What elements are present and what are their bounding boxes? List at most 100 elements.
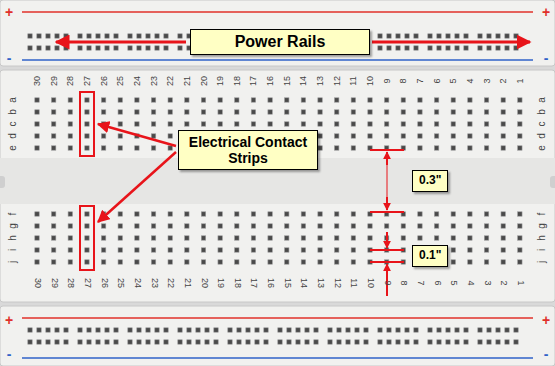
hole [296,340,300,344]
hole [496,328,500,332]
column-number: 30 [33,278,42,288]
hole [185,122,189,126]
hole [305,328,309,332]
row-letter: e [8,145,18,151]
hole [501,122,505,126]
row-letter: h [8,235,18,241]
hole [218,224,222,228]
hole [484,146,488,150]
row-letter: f [8,213,18,216]
hole [78,46,82,50]
hole [201,248,205,252]
column-number: 30 [33,76,42,86]
hole [87,328,91,332]
hole [518,236,522,240]
hole [46,46,50,50]
hole [51,260,55,264]
hole [451,122,455,126]
hole [64,340,68,344]
column-number: 28 [66,76,75,86]
hole [137,46,141,50]
pointer-arrow [372,41,530,44]
hole [201,212,205,216]
hole [118,212,122,216]
dimension-tick [370,211,404,213]
hole [368,110,372,114]
hole [118,260,122,264]
hole [368,98,372,102]
hole [335,212,339,216]
callout-text: Power Rails [197,33,363,51]
hole [384,98,388,102]
hole [501,248,505,252]
hole [501,260,505,264]
hole [384,134,388,138]
row-letter: g [537,223,547,229]
hole [437,328,441,332]
hole [155,34,159,38]
hole [518,110,522,114]
hole [405,328,409,332]
hole [368,236,372,240]
hole [496,340,500,344]
hole [114,328,118,332]
column-number: 4 [465,78,474,83]
hole [235,260,239,264]
hole [518,98,522,102]
hole [414,340,418,344]
hole [235,248,239,252]
row-letter: a [8,97,18,103]
hole [196,340,200,344]
column-number: 5 [449,280,458,285]
hole [351,110,355,114]
hole [105,46,109,50]
hole [118,224,122,228]
hole [218,98,222,102]
hole [505,34,509,38]
hole [328,340,332,344]
column-number: 16 [266,278,275,288]
hole [501,224,505,228]
hole [418,110,422,114]
hole [228,340,232,344]
hole [387,34,391,38]
hole [168,260,172,264]
hole [418,134,422,138]
hole [85,98,89,102]
dimension-arrow [386,232,388,248]
hole [296,328,300,332]
hole [434,236,438,240]
hole [35,110,39,114]
hole [55,34,59,38]
hole [478,340,482,344]
column-number: 20 [199,76,208,86]
hole [501,134,505,138]
hole [351,212,355,216]
hole [285,122,289,126]
hole [51,224,55,228]
hole [335,248,339,252]
hole [51,146,55,150]
hole [118,134,122,138]
hole [151,248,155,252]
hole [255,340,259,344]
hole [318,236,322,240]
hole [251,212,255,216]
hole [301,236,305,240]
column-number: 14 [299,76,308,86]
column-number: 23 [149,278,158,288]
hole [168,224,172,228]
column-number: 17 [249,278,258,288]
hole [64,328,68,332]
hole [218,236,222,240]
column-number: 28 [66,278,75,288]
hole [468,122,472,126]
hole [151,98,155,102]
hole [434,212,438,216]
hole [318,260,322,264]
column-number: 3 [482,280,491,285]
hole [451,212,455,216]
hole [401,224,405,228]
hole [135,260,139,264]
hole [446,328,450,332]
